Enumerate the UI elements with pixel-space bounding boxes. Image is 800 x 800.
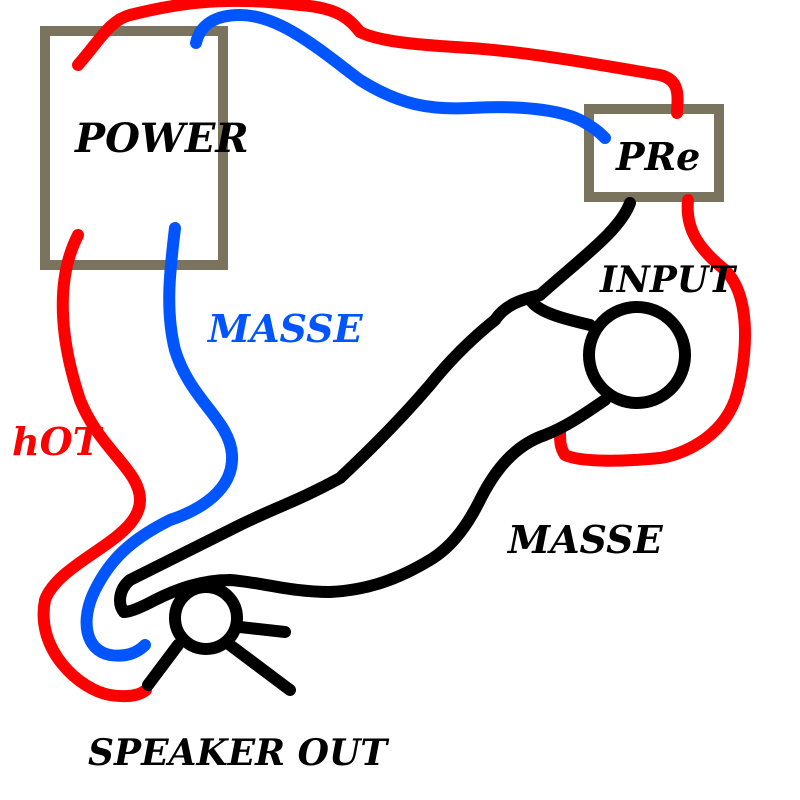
speaker-pin-right [234, 621, 291, 638]
signal-wire-hot [114, 197, 636, 618]
speaker-out-circle [169, 581, 243, 655]
speaker-out-label: SPEAKER OUT [88, 732, 389, 774]
masse-wire-speaker [80, 222, 239, 662]
pre-label: PRe [615, 134, 700, 179]
hot-wire-top [72, 0, 684, 119]
masse-blue-label: MASSE [206, 306, 364, 351]
hot-label: hOT [12, 419, 104, 464]
input-jack-lead [526, 296, 596, 331]
masse-wire-top [190, 9, 611, 144]
speaker-pin-left-low [142, 639, 184, 691]
power-label: POWER [74, 115, 249, 162]
masse-black-label: MASSE [506, 517, 664, 562]
signal-wire-masse [118, 394, 611, 618]
input-jack-circle [583, 301, 691, 409]
hot-wire-speaker [37, 229, 152, 703]
power-box [40, 26, 228, 270]
speaker-pin-right-low [224, 639, 296, 696]
hot-wire-input [554, 194, 751, 467]
pre-box [584, 104, 724, 202]
input-label: INPUT [599, 259, 737, 301]
